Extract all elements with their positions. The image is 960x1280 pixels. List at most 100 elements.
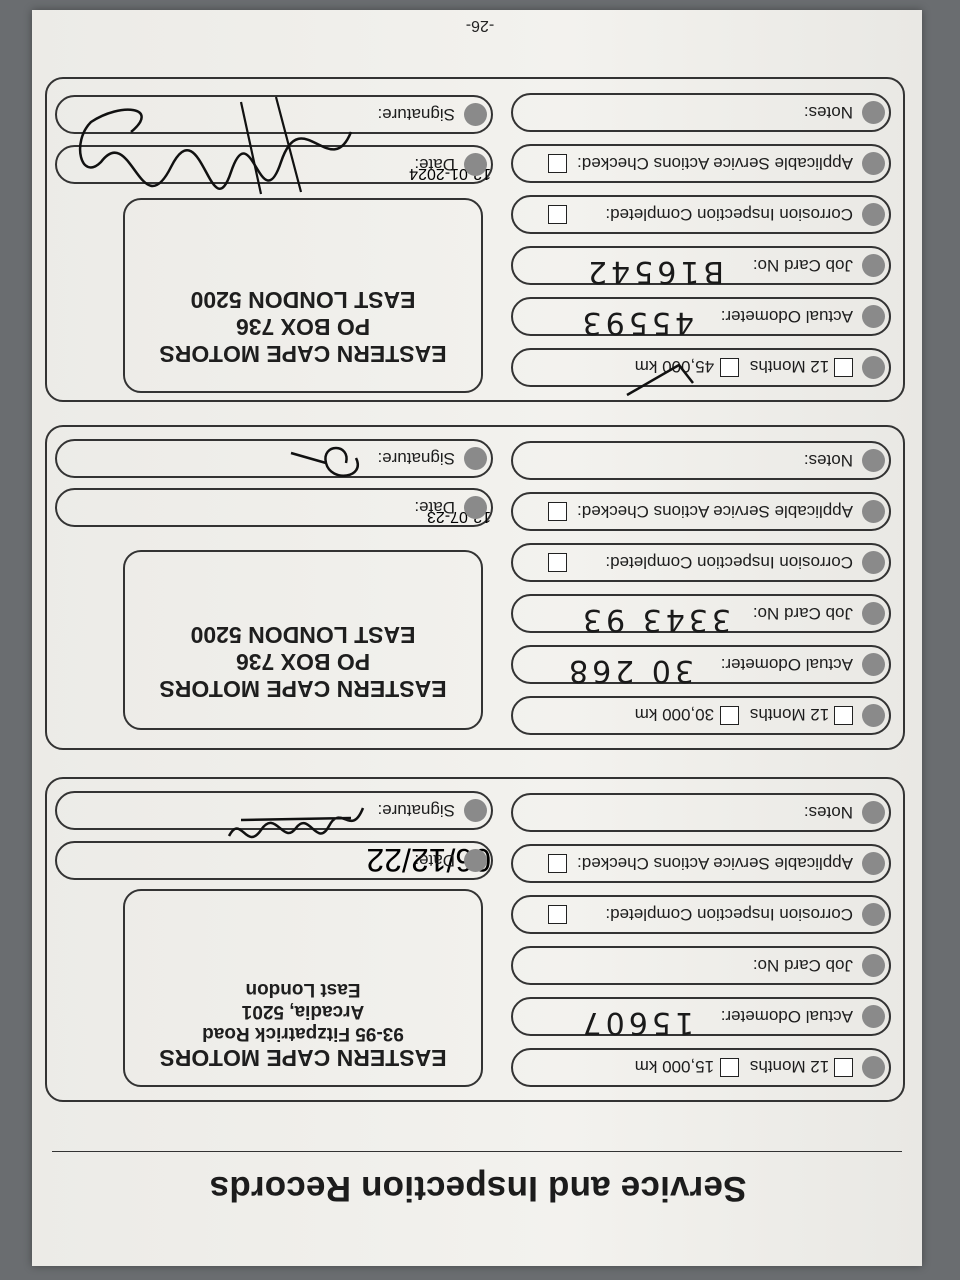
checkbox[interactable] [834, 358, 853, 377]
job-card-value[interactable]: B16542 [583, 254, 724, 289]
applicable-checkbox[interactable] [548, 154, 567, 173]
applicable-checkbox[interactable] [548, 854, 567, 873]
bullet-icon [862, 1005, 885, 1028]
bullet-icon [862, 551, 885, 574]
interval-row: 12 Months 15,000 km [511, 1048, 891, 1087]
bullet-icon [464, 153, 487, 176]
bullet-icon [464, 447, 487, 470]
job-card-label: Job Card No: [752, 956, 853, 975]
date-label: Date: [414, 851, 455, 870]
title-divider [52, 1151, 902, 1152]
stamp-line: East London [245, 979, 361, 1000]
odometer-value[interactable]: 30 268 [565, 653, 694, 688]
dealer-stamp: EASTERN CAPE MOTORS 93-95 Fitzpatrick Ro… [123, 889, 483, 1087]
months-label: 12 Months [749, 357, 830, 376]
bullet-icon [862, 1056, 885, 1079]
bullet-icon [862, 954, 885, 977]
odometer-label: Actual Odometer: [720, 1007, 853, 1026]
corrosion-row: Corrosion Inspection Completed: [511, 195, 891, 234]
signature-label: Signature: [377, 449, 456, 468]
bullet-icon [862, 356, 885, 379]
job-card-label: Job Card No: [752, 604, 853, 623]
job-card-value[interactable]: 3343 93 [578, 602, 731, 637]
odometer-row: Actual Odometer: 15607 [511, 997, 891, 1040]
odometer-value[interactable]: 15607 [578, 1005, 694, 1040]
bullet-icon [862, 903, 885, 926]
bullet-icon [862, 101, 885, 124]
stamp-line: EASTERN CAPE MOTORS [159, 676, 447, 702]
signature-mark [290, 446, 359, 477]
stamp-line: EASTERN CAPE MOTORS [159, 341, 447, 367]
applicable-checkbox[interactable] [548, 502, 567, 521]
stamp-line: EAST LONDON 5200 [190, 622, 416, 648]
bullet-icon [862, 449, 885, 472]
corrosion-row: Corrosion Inspection Completed: [511, 895, 891, 934]
service-record-1: 12 Months 15,000 km Actual Odometer: 156… [45, 777, 905, 1102]
interval-km: 30,000 km [634, 705, 715, 724]
corrosion-row: Corrosion Inspection Completed: [511, 543, 891, 582]
notes-label: Notes: [803, 103, 853, 122]
checkbox[interactable] [834, 1058, 853, 1077]
stamp-line: EAST LONDON 5200 [190, 287, 416, 313]
service-record-3: 12 Months 45,000 km Actual Odometer: 455… [45, 77, 905, 402]
bullet-icon [862, 852, 885, 875]
odometer-value[interactable]: 45593 [578, 305, 694, 340]
notes-row: Notes: [511, 441, 891, 480]
interval-row: 12 Months 45,000 km [511, 348, 891, 397]
odometer-label: Actual Odometer: [720, 307, 853, 326]
corrosion-checkbox[interactable] [548, 905, 567, 924]
signature-label: Signature: [377, 801, 456, 820]
bullet-icon [464, 849, 487, 872]
signature-row: Signature: [55, 95, 493, 195]
check-mark-icon [626, 363, 694, 397]
corrosion-label: Corrosion Inspection Completed: [605, 553, 853, 572]
bullet-icon [862, 704, 885, 727]
odometer-row: Actual Odometer: 30 268 [511, 645, 891, 688]
applicable-row: Applicable Service Actions Checked: [511, 492, 891, 531]
job-card-row: Job Card No: B16542 [511, 246, 891, 289]
service-record-2: 12 Months 30,000 km Actual Odometer: 30 … [45, 425, 905, 750]
page-title: Service and Inspection Records [209, 1169, 747, 1208]
job-card-row: Job Card No: [511, 946, 891, 985]
checkbox-checked[interactable] [720, 358, 740, 377]
bullet-icon [464, 799, 487, 822]
months-label: 12 Months [749, 705, 830, 724]
notes-label: Notes: [803, 451, 853, 470]
bullet-icon [862, 801, 885, 824]
dealer-stamp: EASTERN CAPE MOTORS PO BOX 736 EAST LOND… [123, 550, 483, 730]
notes-label: Notes: [803, 803, 853, 822]
odometer-label: Actual Odometer: [720, 655, 853, 674]
odometer-row: Actual Odometer: 45593 [511, 297, 891, 340]
bullet-icon [464, 496, 487, 519]
corrosion-label: Corrosion Inspection Completed: [605, 905, 853, 924]
checkbox-checked[interactable] [720, 1058, 740, 1077]
corrosion-checkbox[interactable] [548, 553, 567, 572]
date-row: Date: 13-07-23 [55, 488, 493, 527]
stamp-line: EASTERN CAPE MOTORS [159, 1045, 447, 1071]
job-card-label: Job Card No: [752, 256, 853, 275]
checkbox[interactable] [834, 706, 853, 725]
interval-row: 12 Months 30,000 km [511, 696, 891, 735]
corrosion-label: Corrosion Inspection Completed: [605, 205, 853, 224]
signature-label: Signature: [377, 105, 456, 124]
applicable-row: Applicable Service Actions Checked: [511, 144, 891, 183]
signature-row: Signature: [55, 791, 493, 839]
bullet-icon [862, 152, 885, 175]
stamp-line: 93-95 Fitzpatrick Road [202, 1023, 404, 1044]
applicable-row: Applicable Service Actions Checked: [511, 844, 891, 883]
corrosion-checkbox[interactable] [548, 205, 567, 224]
page-number: -26- [465, 17, 495, 34]
interval-km: 15,000 km [634, 1057, 715, 1076]
stamp-line: PO BOX 736 [235, 649, 371, 675]
bullet-icon [862, 500, 885, 523]
checkbox[interactable] [720, 706, 740, 725]
date-label: Date: [414, 155, 455, 174]
stamp-line: PO BOX 736 [235, 314, 371, 340]
applicable-label: Applicable Service Actions Checked: [577, 502, 853, 521]
bullet-icon [862, 203, 885, 226]
bullet-icon [862, 254, 885, 277]
bullet-icon [464, 103, 487, 126]
applicable-label: Applicable Service Actions Checked: [577, 154, 853, 173]
bullet-icon [862, 653, 885, 676]
